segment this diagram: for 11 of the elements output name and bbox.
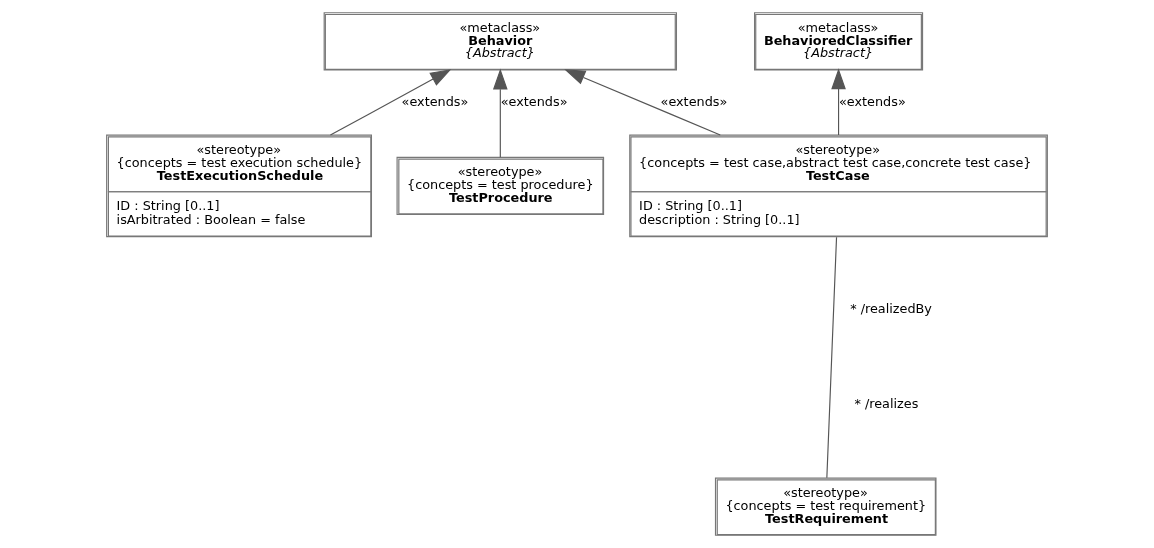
connector — [826, 236, 838, 479]
edge-label: «extends» — [839, 93, 906, 109]
label: * /realizes — [854, 395, 919, 411]
edge-label: «extends» — [660, 93, 728, 109]
arrow — [329, 69, 452, 136]
edge-label: «extends» — [500, 93, 568, 109]
arrow — [564, 69, 721, 136]
edge-label: «extends» — [401, 93, 469, 109]
arrow — [492, 68, 508, 158]
arrow — [831, 68, 846, 136]
label: * /realizedBy — [850, 301, 932, 317]
